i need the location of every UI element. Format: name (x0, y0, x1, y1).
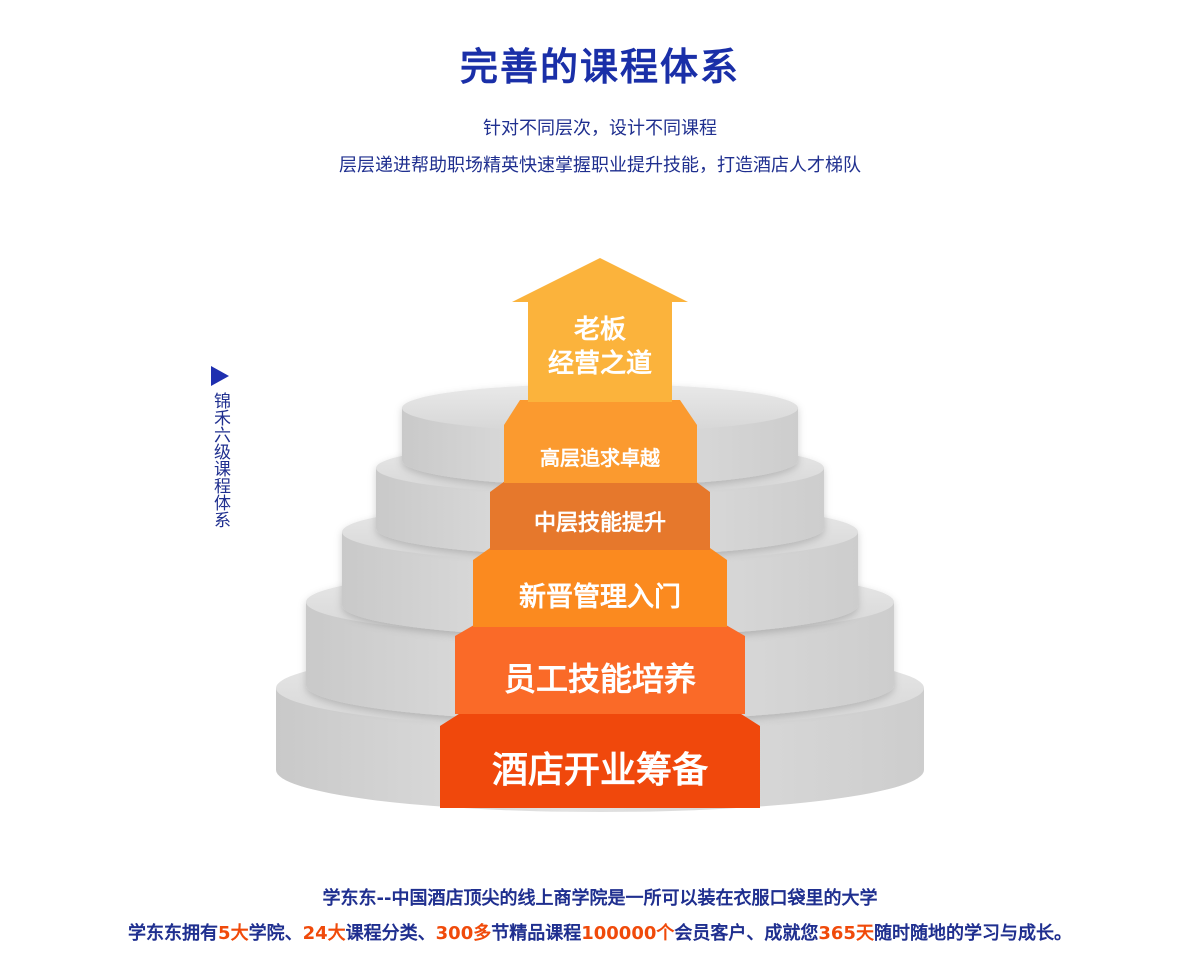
page-title: 完善的课程体系 (459, 45, 740, 89)
level-6-label-line-2: 经营之道 (548, 348, 652, 379)
side-label: 锦禾六级课程体系 (206, 366, 234, 528)
level-4-band (490, 481, 710, 550)
subtitle-line-2: 层层递进帮助职场精英快速掌握职业提升技能，打造酒店人才梯队 (339, 155, 861, 176)
level-3-label: 新晋管理入门 (519, 581, 681, 613)
play-arrow-icon (211, 366, 229, 386)
footer-highlight: 300多 (435, 923, 492, 944)
footer-highlight: 365天 (818, 923, 874, 944)
footer-line-1: 学东东--中国酒店顶尖的线上商学院是一所可以装在衣服口袋里的大学 (322, 888, 878, 909)
level-4-label: 中层技能提升 (534, 510, 666, 536)
subtitle-line-1: 针对不同层次，设计不同课程 (483, 118, 717, 139)
footer-text: 会员客户、成就您 (674, 923, 819, 944)
footer-highlight: 24大 (302, 923, 346, 944)
footer-text: 随时随地的学习与成长。 (873, 923, 1072, 944)
level-2-label: 员工技能培养 (504, 660, 696, 698)
level-3-band (473, 548, 727, 627)
footer-highlight: 5大 (218, 923, 249, 944)
level-5-label: 高层追求卓越 (540, 446, 661, 470)
level-2-band (455, 625, 745, 714)
level-6-label-line-1: 老板 (574, 315, 626, 345)
level-5-band (504, 400, 697, 483)
footer-text: 学东东拥有 (128, 923, 219, 944)
footer-text: 课程分类、 (345, 923, 436, 944)
level-1-label: 酒店开业筹备 (492, 750, 709, 791)
footer-text: 节精品课程 (491, 923, 582, 944)
footer-highlight: 100000个 (581, 923, 675, 944)
level-6-arrow (512, 258, 688, 402)
side-label-text: 锦禾六级课程体系 (210, 392, 230, 528)
level-1-band (440, 712, 760, 808)
footer-line-2: 学东东拥有5大学院、24大课程分类、300多节精品课程100000个会员客户、成… (0, 919, 1200, 945)
footer-text: 学院、 (248, 923, 303, 944)
